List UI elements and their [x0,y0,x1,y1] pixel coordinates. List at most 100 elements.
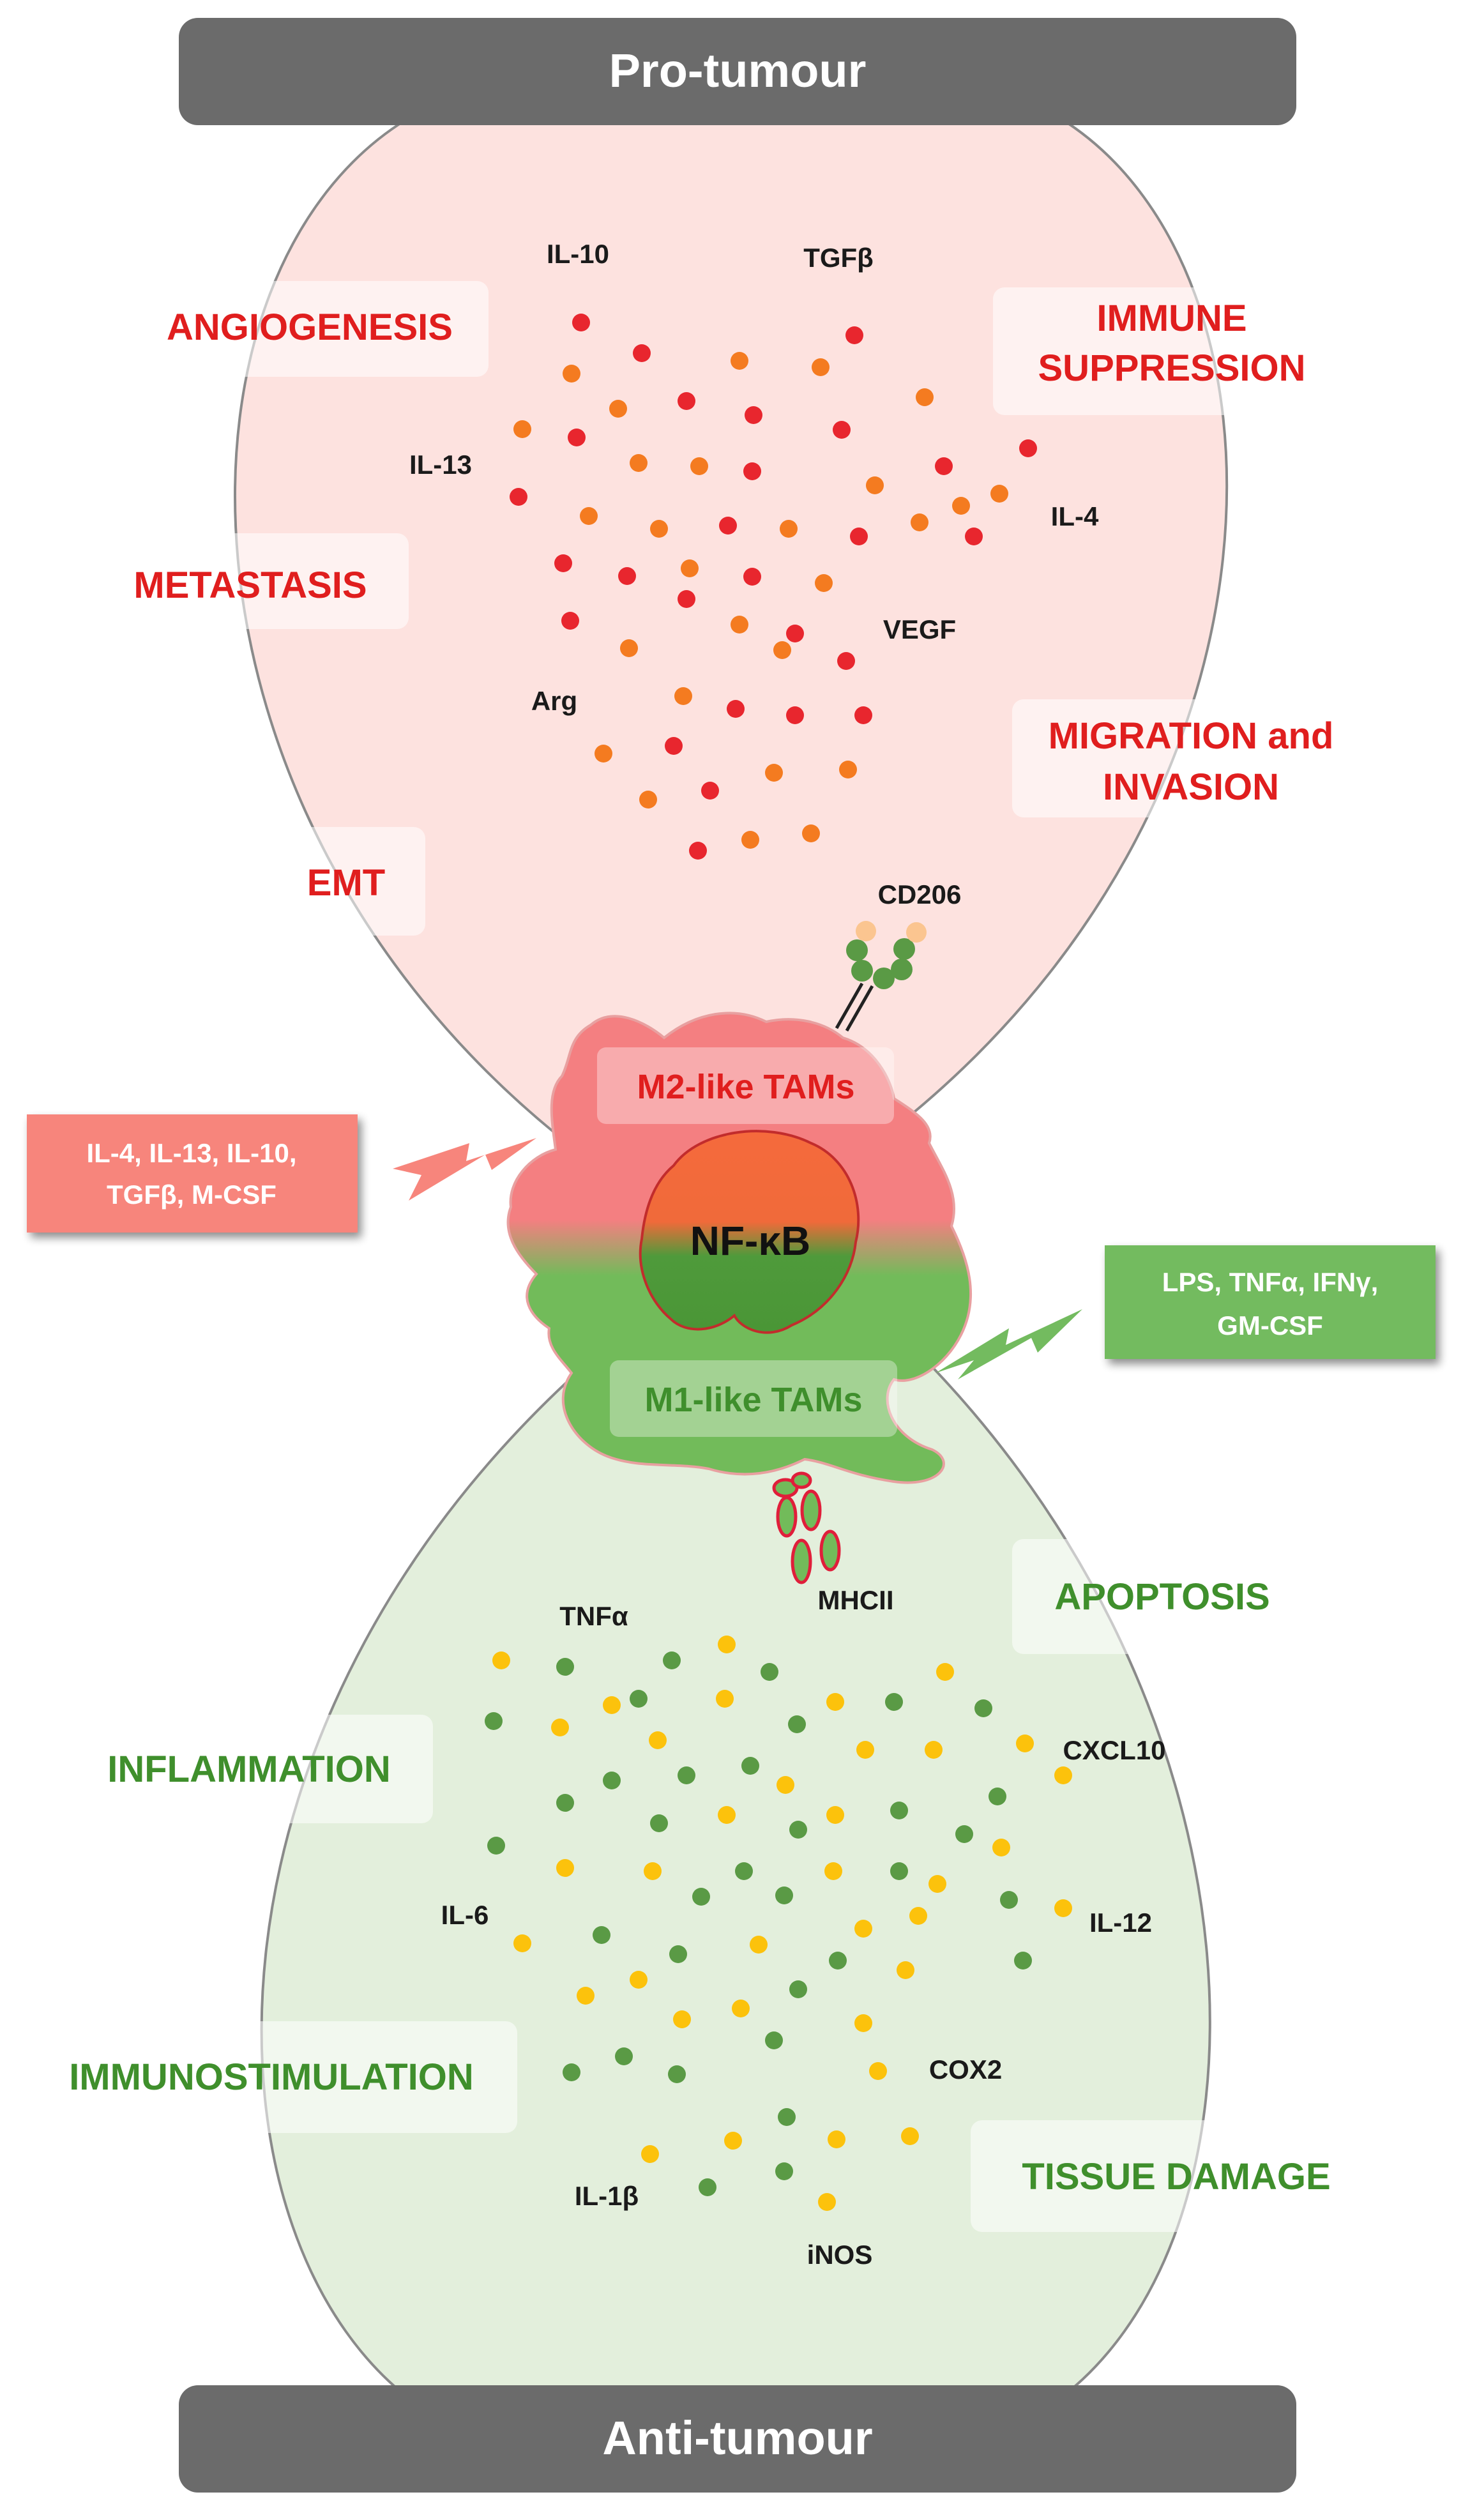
cytokine-dot [603,1696,621,1714]
cytokine-dot [718,1636,736,1653]
pro-tumour-cytokine-dots [510,314,1037,860]
cytokine-dot [869,2062,887,2080]
cytokine-dot [741,1757,759,1775]
svg-text:M1-like TAMs: M1-like TAMs [644,1381,862,1419]
cytokine-dot [955,1825,973,1843]
migration-invasion-label: MIGRATION and INVASION [1012,699,1370,817]
svg-text:EMT: EMT [307,862,385,904]
cytokine-dot [916,388,934,406]
cytokine-dot [885,1693,903,1711]
svg-text:IMMUNE: IMMUNE [1096,298,1246,339]
cytokine-dot [620,639,638,657]
cytokine-dot [824,1862,842,1880]
cytokine-dot [554,554,572,572]
cd206-label: CD206 [878,879,962,909]
cytokine-dot [901,2127,919,2145]
cytokine-dot [989,1788,1006,1805]
cytokine-dot [510,488,527,506]
svg-text:MIGRATION and: MIGRATION and [1049,715,1334,757]
il1b-label: IL-1β [575,2181,639,2211]
m2-stimuli-box: IL-4, IL-13, IL-10, TGFβ, M-CSF [27,1114,358,1233]
cytokine-dot [556,1658,574,1676]
cytokine-dot [897,1961,914,1979]
svg-text:M2-like TAMs: M2-like TAMs [637,1068,854,1106]
cytokine-dot [854,2014,872,2032]
emt-label: EMT [267,827,425,936]
svg-text:Anti-tumour: Anti-tumour [602,2411,872,2464]
cytokine-dot [556,1859,574,1877]
cytokine-dot [630,1690,648,1708]
svg-text:ANGIOGENESIS: ANGIOGENESIS [167,307,453,348]
svg-text:INVASION: INVASION [1103,766,1279,808]
cytokine-dot [833,421,851,439]
svg-text:SUPPRESSION: SUPPRESSION [1038,347,1306,389]
angiogenesis-label: ANGIOGENESIS [131,281,489,377]
cytokine-dot [773,641,791,659]
cytokine-dot [866,476,884,494]
cxcl10-label: CXCL10 [1063,1735,1165,1765]
cytokine-dot [1000,1891,1018,1909]
cytokine-dot [650,520,668,538]
cytokine-dot [690,457,708,475]
il12-label: IL-12 [1089,1908,1152,1938]
cytokine-dot [731,616,748,634]
cytokine-dot [741,831,759,849]
m1-tams-label: M1-like TAMs [610,1360,897,1437]
anti-tumour-cytokine-dots [485,1636,1072,2211]
cytokine-dot [669,1945,687,1963]
cytokine-dot [639,791,657,808]
cytokine-dot [492,1651,510,1669]
cytokine-dot [692,1888,710,1906]
cytokine-dot [563,365,580,383]
inflammation-label: INFLAMMATION [69,1715,433,1823]
inos-label: iNOS [807,2240,873,2270]
cytokine-dot [765,2031,783,2049]
cytokine-dot [992,1839,1010,1856]
cytokine-dot [837,652,855,670]
nfkb-label: NF-κB [690,1218,811,1264]
il4-label: IL-4 [1051,501,1099,531]
cytokine-dot [936,1663,954,1681]
svg-text:IMMUNOSTIMULATION: IMMUNOSTIMULATION [69,2056,474,2098]
m2-stimulus-lightning-icon [393,1138,536,1201]
vegf-label: VEGF [883,614,956,644]
cytokine-dot [786,706,804,724]
cytokine-dot [850,528,868,545]
cytokine-dot [775,1886,793,1904]
cytokine-dot [789,1821,807,1839]
cytokine-dot [735,1862,753,1880]
cytokine-dot [826,1693,844,1711]
cytokine-dot [618,567,636,585]
cytokine-dot [775,2162,793,2180]
cytokine-dot [513,420,531,438]
cytokine-dot [701,782,719,800]
svg-text:TISSUE DAMAGE: TISSUE DAMAGE [1022,2156,1330,2197]
cytokine-dot [743,462,761,480]
cytokine-dot [778,2108,796,2126]
cytokine-dot [649,1731,667,1749]
cd206-receptor-icon [835,921,927,1032]
svg-text:INFLAMMATION: INFLAMMATION [107,1749,391,1790]
cytokine-dot [674,687,692,705]
cytokine-dot [678,1766,695,1784]
cytokine-dot [603,1772,621,1789]
cytokine-dot [513,1934,531,1952]
cytokine-dot [854,1920,872,1938]
anti-tumour-banner: Anti-tumour [179,2385,1296,2493]
cytokine-dot [719,517,737,535]
cytokine-dot [593,1926,610,1944]
cytokine-dot [911,513,928,531]
svg-text:TGFβ, M-CSF: TGFβ, M-CSF [107,1180,277,1210]
cytokine-dot [1014,1952,1032,1970]
cytokine-dot [743,568,761,586]
cytokine-dot [485,1712,503,1730]
cytokine-dot [689,842,707,860]
cytokine-dot [663,1651,681,1669]
cytokine-dot [745,406,762,424]
cytokine-dot [630,454,648,472]
cytokine-dot [699,2178,716,2196]
cytokine-dot [761,1663,778,1681]
cytokine-dot [780,520,798,538]
cytokine-dot [839,761,857,778]
cytokine-dot [890,1802,908,1819]
